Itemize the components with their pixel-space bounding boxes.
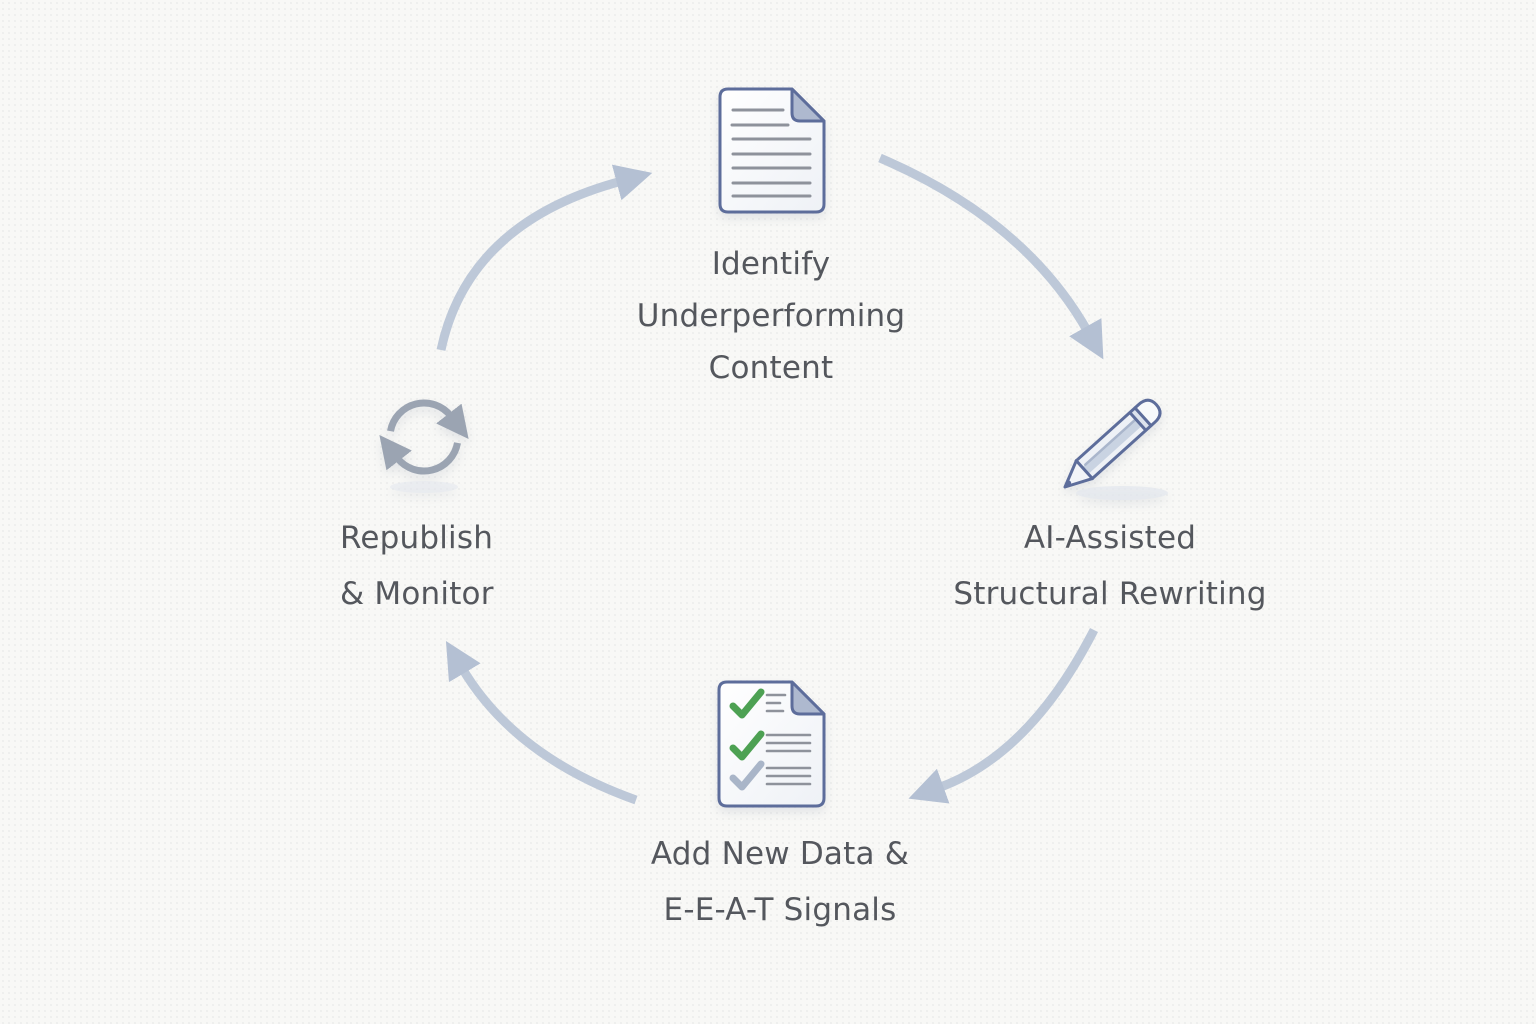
- refresh-icon: [379, 399, 469, 493]
- label-rewrite: AI-Assisted Structural Rewriting: [910, 510, 1310, 622]
- arrow-rewrite-to-adddata: [908, 627, 1099, 804]
- arrow-adddata-to-republish: [445, 641, 638, 805]
- label-line: Add New Data &: [650, 836, 910, 872]
- label-line: & Monitor: [340, 576, 494, 612]
- pencil-icon: [1063, 398, 1168, 500]
- label-identify: Identify Underperforming Content: [521, 238, 1021, 394]
- checklist-icon: [717, 680, 826, 808]
- document-icon: [718, 87, 826, 214]
- label-line: Identify: [711, 246, 831, 282]
- label-line: AI-Assisted: [1023, 520, 1197, 556]
- label-line: Republish: [340, 520, 494, 556]
- arrow-republish-to-identify: [436, 164, 653, 351]
- arrow-identify-to-rewrite: [878, 153, 1104, 360]
- label-line: Underperforming: [636, 298, 906, 334]
- label-line: E-E-A-T Signals: [663, 892, 897, 928]
- label-line: Content: [708, 350, 834, 386]
- label-adddata: Add New Data & E-E-A-T Signals: [530, 826, 1030, 938]
- label-republish: Republish & Monitor: [340, 510, 494, 622]
- label-line: Structural Rewriting: [953, 576, 1267, 612]
